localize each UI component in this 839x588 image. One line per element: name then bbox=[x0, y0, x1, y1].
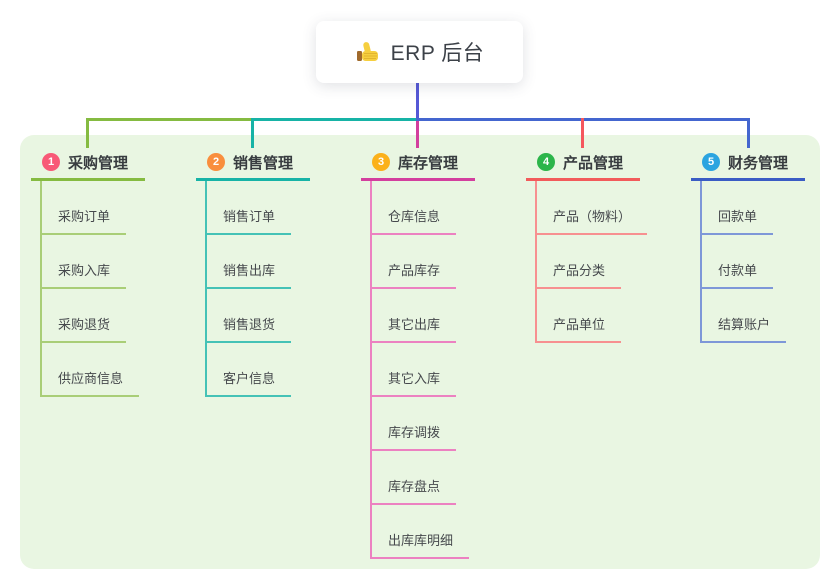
branch-finance: 5 财务管理 回款单 付款单 结算账户 bbox=[691, 146, 805, 343]
child-node[interactable]: 销售出库 bbox=[207, 235, 310, 289]
child-node[interactable]: 采购订单 bbox=[42, 181, 145, 235]
child-node[interactable]: 付款单 bbox=[702, 235, 805, 289]
bus-line-green bbox=[86, 118, 254, 121]
child-node[interactable]: 销售退货 bbox=[207, 289, 310, 343]
branch1-connector-line bbox=[86, 118, 89, 148]
child-node[interactable]: 产品分类 bbox=[537, 235, 640, 289]
child-node[interactable]: 产品单位 bbox=[537, 289, 640, 343]
child-node[interactable]: 供应商信息 bbox=[42, 343, 145, 397]
branch-children: 仓库信息 产品库存 其它出库 其它入库 库存调拨 库存盘点 出库库明细 bbox=[370, 181, 475, 559]
root-node[interactable]: ERP 后台 bbox=[316, 21, 523, 83]
branch2-connector-line bbox=[251, 118, 254, 148]
child-node[interactable]: 出库库明细 bbox=[372, 505, 475, 559]
child-node[interactable]: 结算账户 bbox=[702, 289, 805, 343]
branch-number-badge: 5 bbox=[702, 153, 720, 171]
branch-node-inventory[interactable]: 3 库存管理 bbox=[361, 146, 475, 181]
branch-number-badge: 1 bbox=[42, 153, 60, 171]
branch-number-badge: 3 bbox=[372, 153, 390, 171]
child-node[interactable]: 产品库存 bbox=[372, 235, 475, 289]
branch-node-finance[interactable]: 5 财务管理 bbox=[691, 146, 805, 181]
child-node[interactable]: 其它出库 bbox=[372, 289, 475, 343]
branch-node-sales[interactable]: 2 销售管理 bbox=[196, 146, 310, 181]
child-node[interactable]: 库存盘点 bbox=[372, 451, 475, 505]
branches-panel bbox=[20, 135, 820, 569]
branch3-connector-line bbox=[416, 121, 419, 148]
branch-children: 采购订单 采购入库 采购退货 供应商信息 bbox=[40, 181, 145, 397]
child-node[interactable]: 回款单 bbox=[702, 181, 805, 235]
branch-number-badge: 2 bbox=[207, 153, 225, 171]
branch-number-badge: 4 bbox=[537, 153, 555, 171]
child-node[interactable]: 销售订单 bbox=[207, 181, 310, 235]
root-connector-line bbox=[416, 83, 419, 119]
branch-node-product[interactable]: 4 产品管理 bbox=[526, 146, 640, 181]
child-node[interactable]: 仓库信息 bbox=[372, 181, 475, 235]
root-title: ERP 后台 bbox=[390, 42, 485, 65]
branch-node-purchase[interactable]: 1 采购管理 bbox=[31, 146, 145, 181]
branch-purchase: 1 采购管理 采购订单 采购入库 采购退货 供应商信息 bbox=[31, 146, 145, 397]
thumbs-up-icon bbox=[355, 39, 381, 65]
child-node[interactable]: 采购退货 bbox=[42, 289, 145, 343]
branch-children: 销售订单 销售出库 销售退货 客户信息 bbox=[205, 181, 310, 397]
branch-sales: 2 销售管理 销售订单 销售出库 销售退货 客户信息 bbox=[196, 146, 310, 397]
branch-product: 4 产品管理 产品（物料） 产品分类 产品单位 bbox=[526, 146, 648, 343]
branch-inventory: 3 库存管理 仓库信息 产品库存 其它出库 其它入库 库存调拨 库存盘点 出库库… bbox=[361, 146, 475, 559]
child-node[interactable]: 客户信息 bbox=[207, 343, 310, 397]
branch4-connector-line bbox=[581, 118, 584, 148]
child-node[interactable]: 产品（物料） bbox=[537, 181, 648, 235]
child-node[interactable]: 采购入库 bbox=[42, 235, 145, 289]
branch-children: 回款单 付款单 结算账户 bbox=[700, 181, 805, 343]
branch-children: 产品（物料） 产品分类 产品单位 bbox=[535, 181, 648, 343]
child-node[interactable]: 其它入库 bbox=[372, 343, 475, 397]
child-node[interactable]: 库存调拨 bbox=[372, 397, 475, 451]
branch5-connector-line bbox=[747, 118, 750, 148]
bus-line-teal bbox=[252, 118, 418, 121]
